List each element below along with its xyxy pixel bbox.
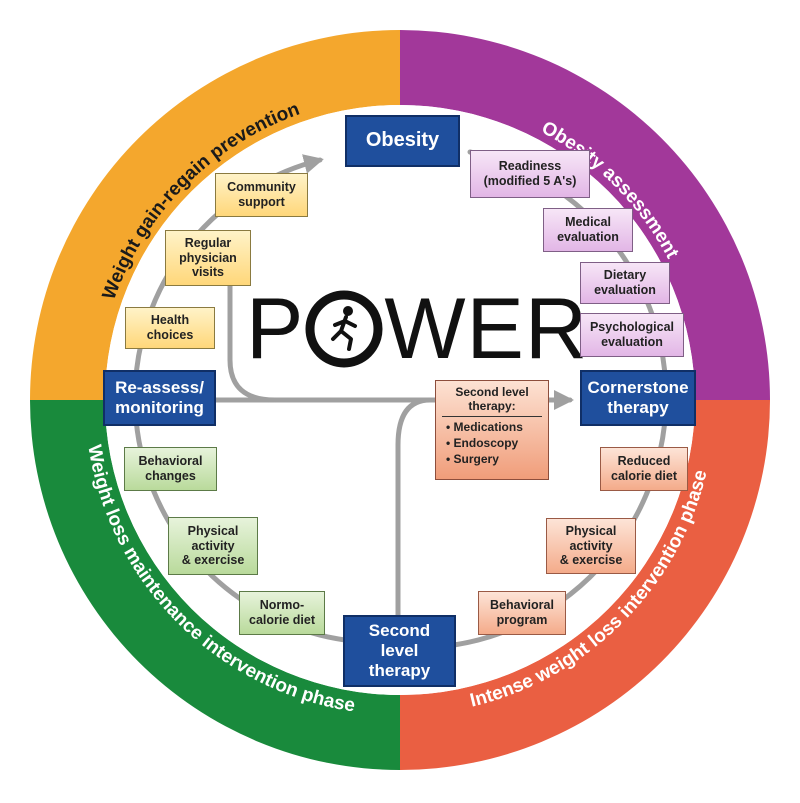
medications-item: • Medications: [446, 420, 523, 434]
normo-calorie-diet-box: Normo- calorie diet: [239, 591, 325, 635]
medical-evaluation-box: Medical evaluation: [543, 208, 633, 252]
ring-segment-bottom-left: [30, 400, 400, 770]
ring-segment-top-left: [30, 30, 400, 400]
second-level-therapy-title: Second level therapy:: [442, 385, 542, 417]
endoscopy-item: • Endoscopy: [446, 436, 519, 450]
intervention-physical-activity-box: Physical activity & exercise: [546, 518, 636, 574]
regular-physician-visits-box: Regular physician visits: [165, 230, 251, 286]
power-title-prefix: P: [246, 281, 305, 377]
obesity-box: Obesity: [345, 115, 460, 167]
readiness-box: Readiness (modified 5 A's): [470, 150, 590, 198]
runner-icon-ring: [305, 290, 383, 368]
surgery-item: • Surgery: [446, 452, 499, 466]
behavioral-program-box: Behavioral program: [478, 591, 566, 635]
ring-segment-top-right: [400, 30, 770, 400]
arrow-from-regular-visits: [227, 282, 278, 403]
runner-icon-head: [343, 306, 354, 316]
second-level-therapy-detail-box: Second level therapy: • Medications • En…: [435, 380, 549, 480]
runner-icon: [305, 290, 383, 368]
ring-segment-bottom-right: [400, 400, 770, 770]
reassess-monitoring-box: Re-assess/ monitoring: [103, 370, 216, 426]
psychological-evaluation-box: Psychological evaluation: [580, 313, 684, 357]
maintenance-physical-activity-box: Physical activity & exercise: [168, 517, 258, 575]
health-choices-box: Health choices: [125, 307, 215, 349]
behavioral-changes-box: Behavioral changes: [124, 447, 217, 491]
reduced-calorie-diet-box: Reduced calorie diet: [600, 447, 688, 491]
power-title-suffix: WER: [384, 281, 589, 377]
arrow-from-second-level: [395, 397, 433, 618]
cornerstone-therapy-box: Cornerstone therapy: [580, 370, 696, 426]
second-level-therapy-hub-box: Second level therapy: [343, 615, 456, 687]
runner-icon-body: [331, 315, 358, 351]
community-support-box: Community support: [215, 173, 308, 217]
dietary-evaluation-box: Dietary evaluation: [580, 262, 670, 304]
power-title: P WER: [246, 283, 588, 375]
